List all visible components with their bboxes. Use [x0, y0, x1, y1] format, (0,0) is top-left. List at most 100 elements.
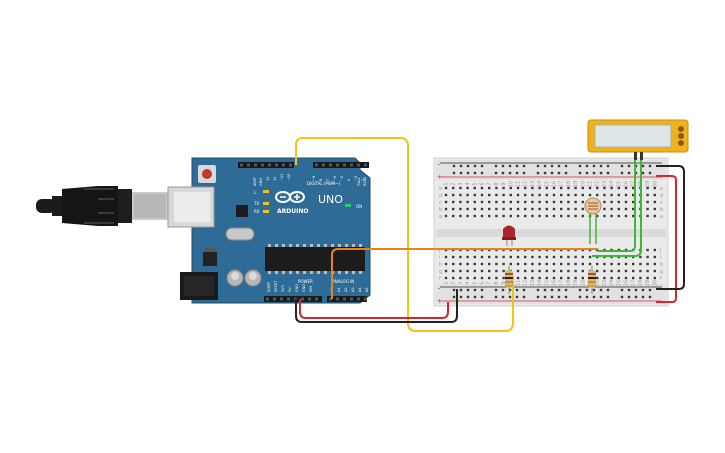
rail-hole[interactable]	[501, 288, 505, 292]
rail-hole[interactable]	[599, 164, 603, 168]
breadboard-hole[interactable]	[560, 207, 563, 211]
breadboard-hole[interactable]	[646, 262, 649, 266]
breadboard-hole[interactable]	[516, 269, 520, 273]
photoresistor[interactable]	[584, 197, 602, 215]
breadboard-hole[interactable]	[560, 262, 563, 266]
rail-hole[interactable]	[501, 164, 505, 168]
breadboard-hole[interactable]	[639, 276, 642, 280]
breadboard-hole[interactable]	[459, 186, 462, 190]
breadboard-hole[interactable]	[552, 207, 556, 211]
lcd-module[interactable]	[587, 119, 689, 160]
rail-hole[interactable]	[550, 295, 554, 299]
breadboard-hole[interactable]	[624, 207, 628, 211]
breadboard-hole[interactable]	[495, 269, 498, 273]
breadboard-hole[interactable]	[610, 200, 613, 204]
rail-hole[interactable]	[564, 288, 568, 292]
breadboard-hole[interactable]	[488, 214, 491, 218]
breadboard-hole[interactable]	[538, 269, 541, 273]
breadboard-hole[interactable]	[488, 186, 491, 190]
breadboard-hole[interactable]	[538, 200, 541, 204]
rail-hole[interactable]	[557, 164, 561, 168]
breadboard-hole[interactable]	[646, 193, 649, 197]
breadboard-hole[interactable]	[567, 276, 570, 280]
breadboard-hole[interactable]	[646, 207, 649, 211]
breadboard-hole[interactable]	[502, 200, 505, 204]
breadboard-hole[interactable]	[524, 193, 527, 197]
breadboard-hole[interactable]	[452, 200, 455, 204]
breadboard-hole[interactable]	[567, 262, 570, 266]
breadboard-hole[interactable]	[444, 200, 448, 204]
breadboard-hole[interactable]	[480, 193, 484, 197]
breadboard-hole[interactable]	[560, 276, 563, 280]
breadboard-hole[interactable]	[509, 214, 512, 218]
breadboard-hole[interactable]	[459, 276, 462, 280]
header-pin[interactable]	[261, 163, 264, 167]
rail-hole[interactable]	[459, 171, 463, 175]
breadboard-hole[interactable]	[653, 262, 656, 266]
breadboard-hole[interactable]	[646, 186, 649, 190]
breadboard-hole[interactable]	[452, 214, 455, 218]
breadboard-hole[interactable]	[610, 262, 613, 266]
rail-hole[interactable]	[585, 164, 589, 168]
breadboard-hole[interactable]	[646, 200, 649, 204]
breadboard-hole[interactable]	[495, 200, 498, 204]
rail-hole[interactable]	[480, 288, 484, 292]
breadboard-hole[interactable]	[603, 276, 606, 280]
breadboard-hole[interactable]	[560, 269, 563, 273]
breadboard-hole[interactable]	[560, 214, 563, 218]
breadboard-hole[interactable]	[452, 207, 455, 211]
rail-hole[interactable]	[515, 295, 519, 299]
breadboard-hole[interactable]	[488, 269, 491, 273]
breadboard-hole[interactable]	[480, 269, 484, 273]
breadboard-hole[interactable]	[473, 214, 476, 218]
rail-hole[interactable]	[494, 171, 498, 175]
breadboard-hole[interactable]	[480, 207, 484, 211]
rail-hole[interactable]	[522, 288, 526, 292]
breadboard-hole[interactable]	[502, 186, 505, 190]
breadboard-hole[interactable]	[596, 214, 599, 218]
rail-hole[interactable]	[473, 295, 477, 299]
rail-hole[interactable]	[648, 171, 652, 175]
breadboard-hole[interactable]	[588, 255, 592, 259]
rail-hole[interactable]	[585, 288, 589, 292]
header-pin[interactable]	[289, 163, 292, 167]
rail-hole[interactable]	[585, 171, 589, 175]
breadboard-hole[interactable]	[459, 269, 462, 273]
rail-hole[interactable]	[543, 164, 547, 168]
breadboard-hole[interactable]	[502, 255, 505, 259]
breadboard-hole[interactable]	[567, 186, 570, 190]
resistor-1[interactable]	[505, 266, 513, 294]
breadboard-hole[interactable]	[560, 186, 563, 190]
breadboard-hole[interactable]	[581, 255, 584, 259]
rail-hole[interactable]	[515, 164, 519, 168]
rail-hole[interactable]	[459, 288, 463, 292]
breadboard-hole[interactable]	[596, 193, 599, 197]
breadboard-hole[interactable]	[444, 193, 448, 197]
header-pin[interactable]	[266, 297, 269, 301]
rail-hole[interactable]	[620, 295, 624, 299]
breadboard-hole[interactable]	[516, 200, 520, 204]
header-pin[interactable]	[350, 163, 353, 167]
breadboard-hole[interactable]	[524, 262, 527, 266]
breadboard-hole[interactable]	[617, 186, 620, 190]
breadboard-hole[interactable]	[502, 193, 505, 197]
breadboard-hole[interactable]	[524, 207, 527, 211]
breadboard-hole[interactable]	[538, 214, 541, 218]
rail-hole[interactable]	[543, 295, 547, 299]
breadboard-hole[interactable]	[552, 262, 556, 266]
rail-hole[interactable]	[536, 288, 540, 292]
breadboard-hole[interactable]	[653, 269, 656, 273]
rail-hole[interactable]	[466, 295, 470, 299]
breadboard-hole[interactable]	[459, 200, 462, 204]
breadboard-hole[interactable]	[581, 276, 584, 280]
rail-hole[interactable]	[620, 288, 624, 292]
breadboard-hole[interactable]	[524, 276, 527, 280]
breadboard-hole[interactable]	[610, 214, 613, 218]
rail-hole[interactable]	[536, 171, 540, 175]
breadboard-hole[interactable]	[617, 262, 620, 266]
breadboard-hole[interactable]	[538, 262, 541, 266]
wire-green-1[interactable]	[598, 160, 636, 252]
breadboard-hole[interactable]	[459, 255, 462, 259]
breadboard-hole[interactable]	[552, 255, 556, 259]
rail-hole[interactable]	[564, 171, 568, 175]
